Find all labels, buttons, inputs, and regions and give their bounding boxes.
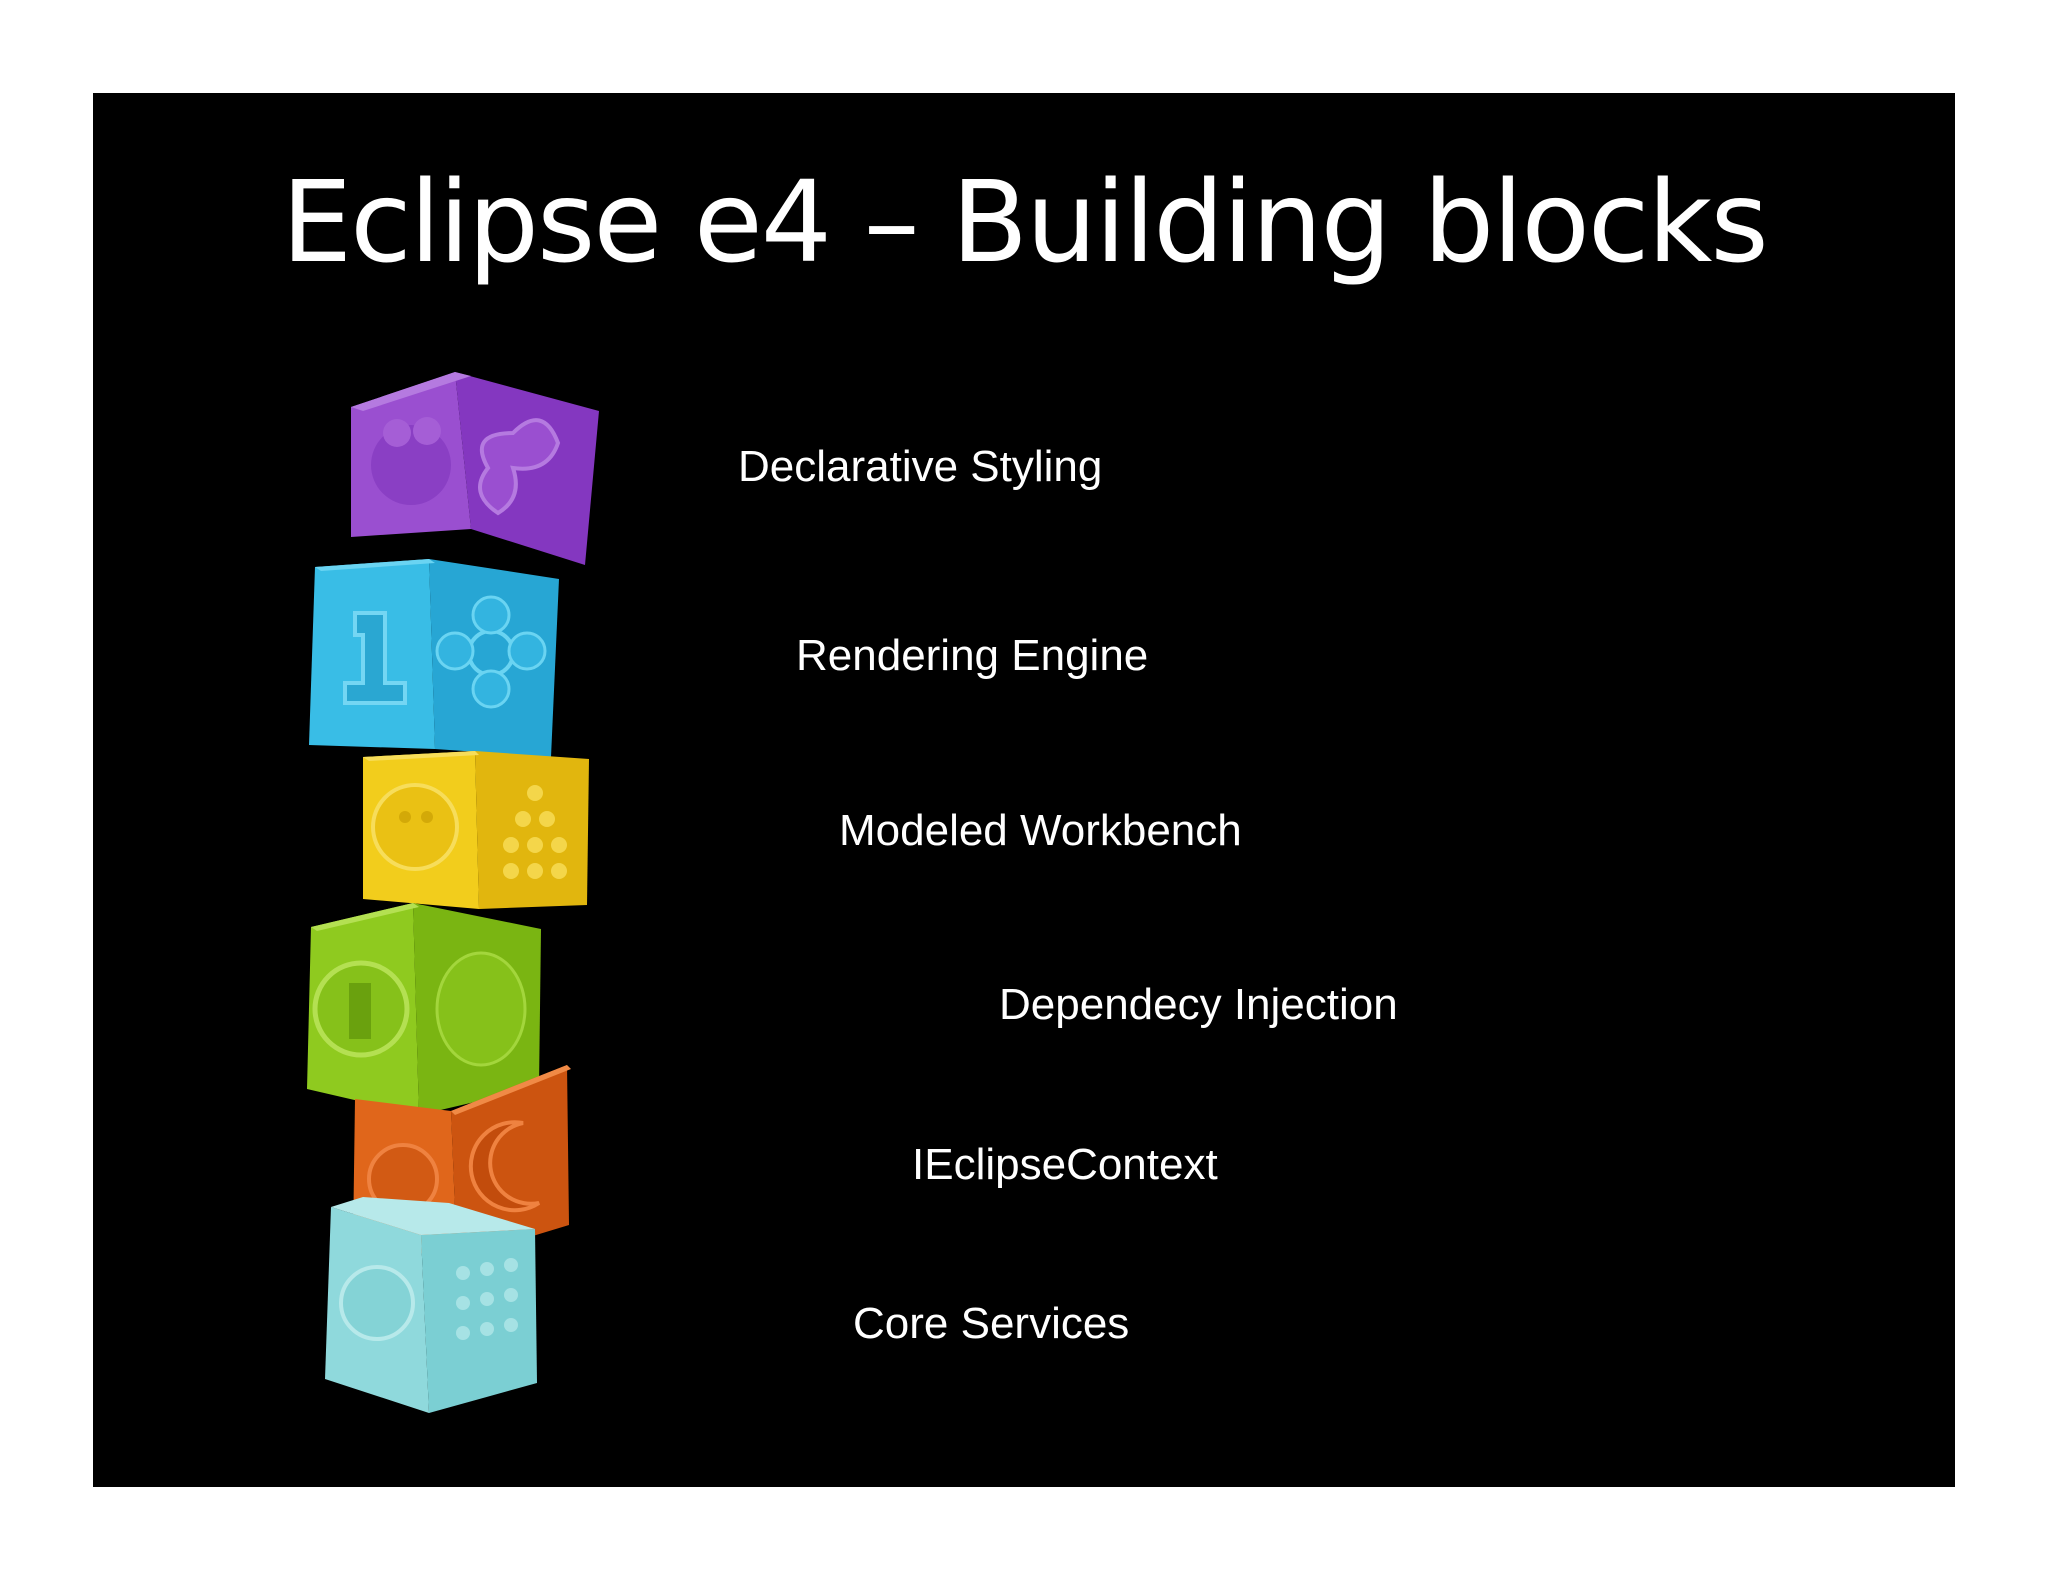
butterfly-icon: [478, 418, 561, 516]
purple-block: [351, 372, 599, 565]
clock-icon: [339, 1265, 415, 1341]
yellow-block: [363, 751, 589, 909]
moon-icon: [468, 1120, 541, 1213]
layer-label-ieclipsecontext: IEclipseContext: [912, 1140, 1218, 1189]
green-block: [307, 903, 541, 1115]
dots-icon-teal: [456, 1258, 518, 1340]
blue-block: [309, 559, 559, 757]
orange-block: [353, 1065, 571, 1259]
layer-label-core-services: Core Services: [853, 1299, 1130, 1348]
slide: Eclipse e4 – Building blocks: [93, 93, 1955, 1487]
lion-icon: [371, 783, 459, 871]
layer-label-dependency-injection: Dependecy Injection: [999, 980, 1398, 1029]
flower-icon: [467, 629, 515, 677]
layer-label-rendering-engine: Rendering Engine: [796, 631, 1149, 680]
stacked-toy-blocks-image: [307, 372, 599, 1413]
layer-label-modeled-workbench: Modeled Workbench: [839, 806, 1242, 855]
teal-block: [325, 1197, 537, 1413]
number-one-icon: [343, 611, 407, 705]
slide-title: Eclipse e4 – Building blocks: [281, 158, 1768, 288]
layer-label-declarative-styling: Declarative Styling: [738, 442, 1103, 491]
dots-icon: [503, 785, 567, 879]
